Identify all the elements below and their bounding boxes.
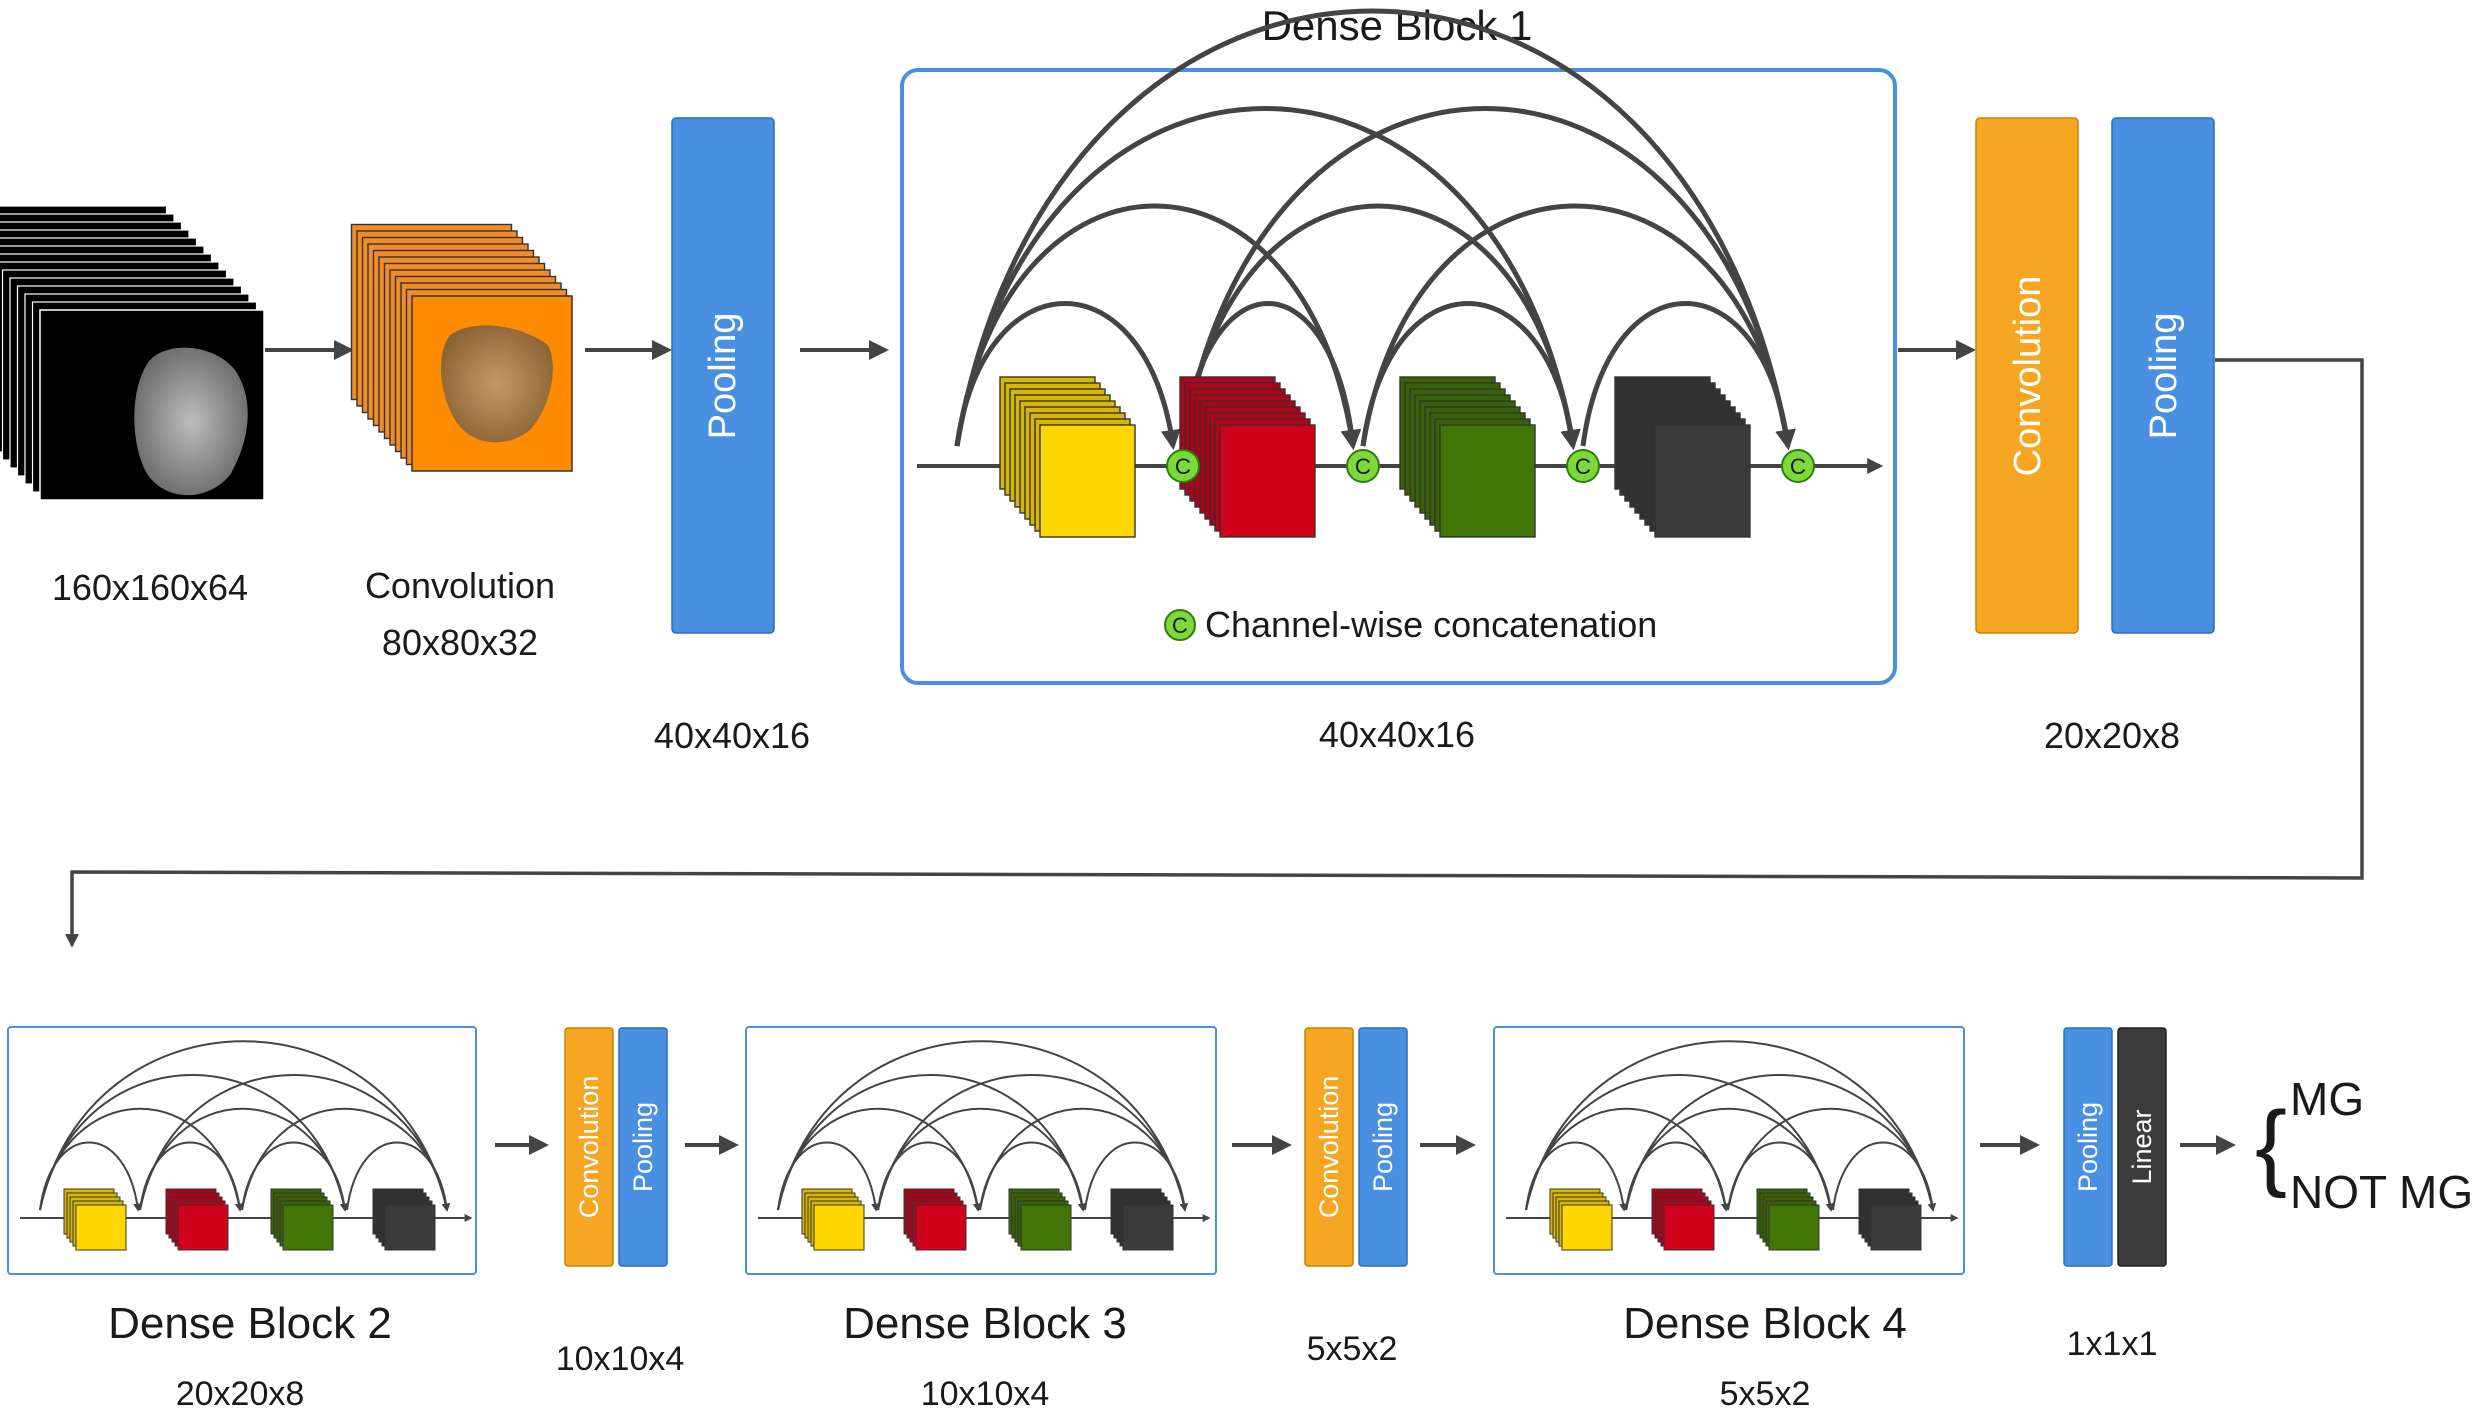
output-class-not-mg: NOT MG — [2290, 1166, 2473, 1218]
convolution-bar-label: Convolution — [2007, 276, 2049, 477]
feature-map-cube — [813, 1204, 865, 1251]
dense-block-3-frame — [745, 1026, 1217, 1275]
dense-block-4-content — [1506, 1040, 1959, 1251]
feature-map-cube — [75, 1204, 127, 1251]
dense-connection-arc — [954, 106, 1581, 450]
concat-node-icon — [1566, 449, 1600, 483]
linear-bar-label: Linear — [2127, 1109, 2157, 1184]
pooling-bar — [2063, 1027, 2113, 1267]
dense-connection-arc — [139, 1074, 450, 1212]
dense-connection-arc — [954, 301, 1181, 450]
concat-legend-icon — [1164, 609, 1196, 641]
pooling-bar-label: Pooling — [2143, 313, 2185, 440]
dense-connection-arc — [1625, 1074, 1936, 1212]
dense-connection-arc — [39, 1040, 450, 1212]
linear-bar — [2117, 1027, 2167, 1267]
concat-node-symbol: C — [1355, 454, 1371, 479]
dense-block-2-content — [20, 1040, 473, 1251]
dense-connection-arc — [1084, 1141, 1189, 1212]
output-class-mg: MG — [2290, 1073, 2364, 1125]
dense-connection-arc — [777, 1074, 1086, 1212]
pooling-bar-label: Pooling — [2073, 1102, 2103, 1192]
dense-connection-arc — [877, 1074, 1188, 1212]
convolution-bar-label: Convolution — [574, 1076, 604, 1219]
pooling-bar-label: Pooling — [628, 1102, 658, 1192]
feature-map-cube — [1020, 1204, 1072, 1251]
pooling-bar — [2111, 117, 2215, 634]
output-brace: { — [2255, 1092, 2287, 1199]
dense-connection-arc — [954, 203, 1361, 450]
pool1-size-label: 40x40x16 — [654, 715, 810, 756]
feature-map-cube — [1768, 1204, 1820, 1251]
dense-connection-arc — [1360, 203, 1796, 450]
dense3-size-label: 10x10x4 — [921, 1375, 1050, 1413]
input-size-label: 160x160x64 — [52, 567, 248, 608]
feature-map-cube — [1870, 1204, 1922, 1251]
concat-node-icon — [1166, 449, 1200, 483]
dense-connection-arc — [1180, 203, 1581, 450]
feature-map-cube — [1439, 424, 1536, 538]
feature-map-cube — [1219, 424, 1316, 538]
transition3-size-label: 5x5x2 — [1307, 1330, 1398, 1368]
lesion-tan-image — [440, 325, 553, 443]
concat-legend-text: Channel-wise concatenation — [1205, 604, 1657, 645]
conv1-feature-stack — [350, 223, 573, 472]
feature-map-cube — [282, 1204, 334, 1251]
dense-block-1-title: Dense Block 1 — [1262, 2, 1533, 49]
dense-block-2-frame — [7, 1026, 477, 1275]
convolution-bar — [564, 1027, 614, 1267]
dense-block-3-title: Dense Block 3 — [843, 1299, 1127, 1348]
dense-block-4-frame — [1493, 1026, 1965, 1275]
lesion-gray-image — [134, 347, 248, 496]
dense-block-1-frame — [900, 68, 1897, 685]
feature-map-cube — [1561, 1204, 1613, 1251]
dense-connection-arc — [346, 1141, 451, 1212]
conv1-label: Convolution — [365, 565, 555, 606]
final-size-label: 1x1x1 — [2067, 1325, 2158, 1363]
transition1-size-label: 20x20x8 — [2044, 715, 2180, 756]
pooling-bar — [1358, 1027, 1408, 1267]
dense-connection-arc — [1525, 1074, 1834, 1212]
feature-map-cube — [1039, 424, 1136, 538]
dense-connection-arc — [1580, 301, 1796, 450]
dense2-size-label: 20x20x8 — [176, 1375, 305, 1413]
dense-connection-arc — [954, 8, 1796, 450]
convolution-bar — [1975, 117, 2079, 634]
concat-legend: C Channel-wise concatenation — [1164, 604, 1657, 645]
dense-connection-arc — [777, 1040, 1188, 1212]
concat-node-symbol: C — [1790, 454, 1806, 479]
feature-map-cube — [384, 1204, 436, 1251]
pooling-bar-label: Pooling — [1368, 1102, 1398, 1192]
feature-map-cube — [177, 1204, 229, 1251]
input-image-stack — [0, 205, 265, 501]
transition2-size-label: 10x10x4 — [556, 1340, 685, 1378]
dense4-size-label: 5x5x2 — [1720, 1375, 1811, 1413]
connector-arrow — [65, 358, 2364, 948]
convolution-bar — [1304, 1027, 1354, 1267]
dense-connection-arc — [1525, 1040, 1936, 1212]
feature-map-cube — [1122, 1204, 1174, 1251]
pooling-bar — [618, 1027, 668, 1267]
dense-connection-arc — [1832, 1141, 1937, 1212]
dense-block-4-title: Dense Block 4 — [1623, 1299, 1907, 1348]
concat-node-symbol: C — [1575, 454, 1591, 479]
dense-block-2-title: Dense Block 2 — [108, 1299, 392, 1348]
dense-connection-arc — [1180, 106, 1796, 450]
concat-node-icon — [1346, 449, 1380, 483]
feature-map-cube — [915, 1204, 967, 1251]
pooling-bar-label: Pooling — [702, 313, 744, 440]
feature-map-cube — [1654, 424, 1751, 538]
dense1-size-label: 40x40x16 — [1319, 714, 1475, 755]
convolution-bar-label: Convolution — [1314, 1076, 1344, 1219]
pooling-bar — [671, 117, 775, 634]
dense-block-3-content — [758, 1040, 1211, 1251]
concat-legend-symbol: C — [1172, 613, 1188, 638]
concat-node-icon — [1781, 449, 1815, 483]
feature-map-cube — [1663, 1204, 1715, 1251]
concat-node-symbol: C — [1175, 454, 1191, 479]
conv1-size-label: 80x80x32 — [382, 622, 538, 663]
dense-connection-arc — [39, 1074, 348, 1212]
